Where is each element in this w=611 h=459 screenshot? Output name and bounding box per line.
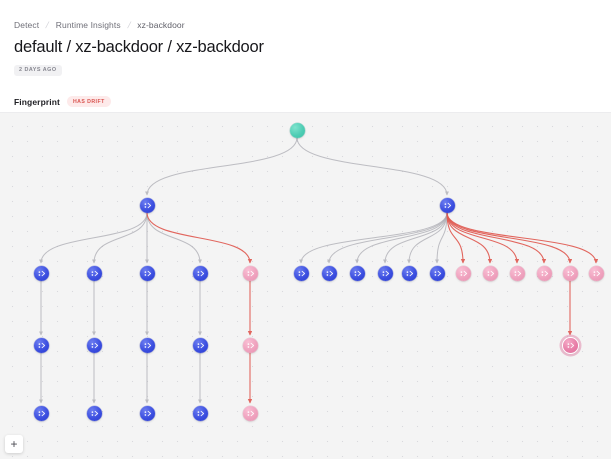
process-node-icon	[354, 270, 361, 276]
graph-node-selected[interactable]	[562, 337, 578, 353]
process-node-icon	[567, 270, 574, 276]
graph-node-process[interactable]	[401, 265, 417, 281]
process-node-icon	[567, 342, 574, 348]
process-node-icon	[514, 270, 521, 276]
zoom-controls[interactable]: +	[5, 435, 23, 453]
process-node-icon	[144, 410, 151, 416]
graph-edge	[299, 212, 448, 264]
process-node-icon	[197, 342, 204, 348]
breadcrumb-item-detect[interactable]: Detect	[14, 20, 40, 30]
graph-node-drift[interactable]	[588, 265, 604, 281]
graph-edge	[446, 212, 493, 264]
graph-node-drift[interactable]	[509, 265, 525, 281]
graph-node-process[interactable]	[439, 197, 455, 213]
graph-node-process[interactable]	[33, 265, 49, 281]
graph-node-process[interactable]	[192, 265, 208, 281]
graph-node-process[interactable]	[86, 405, 102, 421]
graph-node-process[interactable]	[33, 405, 49, 421]
process-node-icon	[541, 270, 548, 276]
graph-edge	[146, 212, 253, 264]
process-node-icon	[144, 202, 151, 208]
breadcrumb: Detect / Runtime Insights / xz-backdoor	[14, 18, 597, 32]
graph-node-drift[interactable]	[536, 265, 552, 281]
process-node-icon	[38, 410, 45, 416]
timestamp-badge: 2 DAYS AGO	[14, 64, 62, 76]
graph-edge	[296, 137, 449, 196]
page-title: default / xz-backdoor / xz-backdoor	[14, 38, 264, 56]
graph-node-process[interactable]	[192, 337, 208, 353]
process-node-icon	[91, 270, 98, 276]
graph-edge	[327, 212, 448, 264]
graph-node-root[interactable]	[289, 122, 305, 138]
process-node-icon	[326, 270, 333, 276]
graph-edge	[146, 212, 202, 264]
page-header: Detect / Runtime Insights / xz-backdoor …	[0, 0, 611, 77]
process-node-icon	[487, 270, 494, 276]
graph-node-drift[interactable]	[242, 337, 258, 353]
graph-edge	[407, 212, 448, 264]
tab-bar: Fingerprint HAS DRIFT	[0, 90, 611, 113]
graph-node-process[interactable]	[377, 265, 393, 281]
process-node-icon	[91, 342, 98, 348]
graph-node-process[interactable]	[139, 197, 155, 213]
process-node-icon	[406, 270, 413, 276]
graph-node-drift[interactable]	[562, 265, 578, 281]
graph-edge	[446, 212, 520, 264]
process-node-icon	[38, 342, 45, 348]
process-node-icon	[197, 410, 204, 416]
graph-edge	[145, 137, 298, 196]
graph-node-process[interactable]	[86, 337, 102, 353]
has-drift-badge: HAS DRIFT	[66, 96, 111, 108]
zoom-in-button[interactable]: +	[10, 437, 18, 451]
graph-node-process[interactable]	[349, 265, 365, 281]
graph-node-process[interactable]	[86, 265, 102, 281]
graph-node-process[interactable]	[139, 337, 155, 353]
process-node-icon	[144, 270, 151, 276]
graph-node-drift[interactable]	[482, 265, 498, 281]
graph-edge	[446, 212, 547, 264]
process-node-icon	[247, 410, 254, 416]
graph-node-process[interactable]	[293, 265, 309, 281]
tab-fingerprint[interactable]: Fingerprint	[14, 96, 60, 107]
graph-node-process[interactable]	[33, 337, 49, 353]
process-node-icon	[197, 270, 204, 276]
page-meta-row: 2 DAYS AGO	[14, 64, 597, 77]
process-tree-canvas[interactable]: +	[0, 112, 611, 459]
graph-edge	[383, 212, 448, 264]
process-node-icon	[382, 270, 389, 276]
breadcrumb-item-xz-backdoor[interactable]: xz-backdoor	[137, 20, 185, 30]
process-node-icon	[444, 202, 451, 208]
process-node-icon	[434, 270, 441, 276]
graph-edge	[39, 212, 148, 264]
graph-node-drift[interactable]	[242, 265, 258, 281]
graph-edge	[446, 212, 599, 264]
graph-node-process[interactable]	[321, 265, 337, 281]
graph-node-process[interactable]	[139, 405, 155, 421]
graph-node-process[interactable]	[429, 265, 445, 281]
graph-node-drift[interactable]	[242, 405, 258, 421]
breadcrumb-separator-icon: /	[126, 20, 132, 30]
graph-node-process[interactable]	[192, 405, 208, 421]
graph-edge	[92, 212, 148, 264]
process-node-icon	[91, 410, 98, 416]
process-node-icon	[247, 270, 254, 276]
breadcrumb-item-runtime-insights[interactable]: Runtime Insights	[55, 20, 121, 30]
graph-edge	[446, 212, 466, 264]
graph-edge	[355, 212, 448, 264]
graph-edge	[446, 212, 573, 264]
graph-node-drift[interactable]	[455, 265, 471, 281]
graph-edge	[435, 212, 448, 264]
process-node-icon	[593, 270, 600, 276]
graph-node-process[interactable]	[139, 265, 155, 281]
process-node-icon	[247, 342, 254, 348]
process-node-icon	[460, 270, 467, 276]
process-node-icon	[38, 270, 45, 276]
breadcrumb-separator-icon: /	[44, 20, 51, 30]
process-node-icon	[298, 270, 305, 276]
process-node-icon	[144, 342, 151, 348]
